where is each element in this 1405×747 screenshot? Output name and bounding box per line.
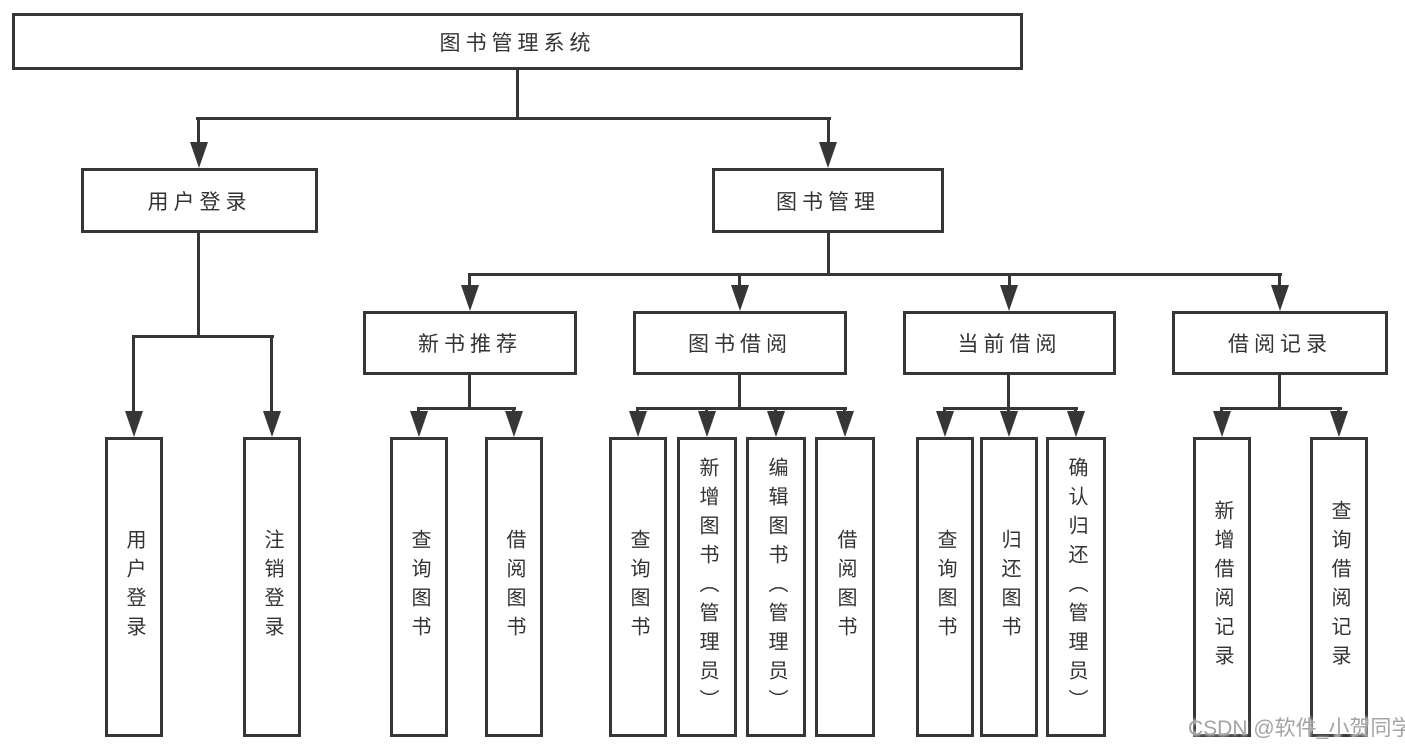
csdn-watermark: CSDN @软件_小贺同学 <box>1188 717 1405 740</box>
arrowhead-icon <box>1213 411 1231 437</box>
leaf-query-borrow-record: 查询借阅记录 <box>1310 437 1368 737</box>
leaf-add-books-admin: 新增图书（管理员） <box>677 437 737 737</box>
node-label: 用户登录 <box>147 190 252 214</box>
arrowhead-icon <box>819 142 837 168</box>
arrowhead-icon <box>263 411 281 437</box>
edge-line <box>468 273 471 287</box>
edge-line <box>516 70 519 117</box>
leaf-query-books-recommend: 查询图书 <box>390 437 448 737</box>
edge-line <box>196 117 831 120</box>
edge-line <box>943 407 1078 410</box>
edge-line <box>636 407 847 410</box>
leaf-label: 确认归还（管理员） <box>1065 456 1087 718</box>
arrowhead-icon <box>1067 411 1085 437</box>
leaf-confirm-return-admin: 确认归还（管理员） <box>1046 437 1106 737</box>
leaf-label: 注销登录 <box>261 529 283 645</box>
node-label: 当前借阅 <box>957 333 1062 356</box>
node-label: 借阅记录 <box>1228 333 1332 356</box>
leaf-user-login: 用户登录 <box>105 437 163 737</box>
node-new-book-recommendation: 新书推荐 <box>363 311 577 375</box>
edge-line <box>1008 273 1011 287</box>
leaf-logout: 注销登录 <box>243 437 301 737</box>
edge-line <box>468 273 1282 276</box>
arrowhead-icon <box>505 411 523 437</box>
node-book-management: 图书管理 <box>712 168 944 233</box>
leaf-label: 新增图书（管理员） <box>696 456 718 718</box>
arrowhead-icon <box>767 411 785 437</box>
arrowhead-icon <box>1330 411 1348 437</box>
edge-line <box>197 233 200 338</box>
arrowhead-icon <box>1000 411 1018 437</box>
edge-line <box>1007 375 1010 410</box>
node-borrowing-records: 借阅记录 <box>1172 311 1388 375</box>
edge-line <box>1278 273 1281 287</box>
leaf-label: 查询图书 <box>934 529 956 645</box>
leaf-query-books-borrowing: 查询图书 <box>609 437 667 737</box>
edge-line <box>132 335 274 338</box>
arrowhead-icon <box>190 142 208 168</box>
leaf-query-books-current: 查询图书 <box>916 437 974 737</box>
node-library-management-system: 图书管理系统 <box>12 13 1023 70</box>
leaf-label: 查询借阅记录 <box>1328 500 1350 674</box>
node-label: 图书管理系统 <box>439 31 596 55</box>
node-current-borrowing: 当前借阅 <box>903 311 1116 375</box>
leaf-label: 用户登录 <box>123 529 145 645</box>
leaf-borrow-books-borrowing: 借阅图书 <box>815 437 875 737</box>
edge-line <box>738 273 741 287</box>
arrowhead-icon <box>125 411 143 437</box>
arrowhead-icon <box>1271 285 1289 311</box>
arrowhead-icon <box>629 411 647 437</box>
arrowhead-icon <box>836 411 854 437</box>
node-label: 图书管理 <box>776 190 880 214</box>
edge-line <box>197 117 200 144</box>
arrowhead-icon <box>461 285 479 311</box>
edge-line <box>1220 407 1342 410</box>
edge-line <box>417 407 516 410</box>
arrowhead-icon <box>731 285 749 311</box>
arrowhead-icon <box>936 411 954 437</box>
leaf-label: 查询图书 <box>408 529 430 645</box>
leaf-label: 借阅图书 <box>834 529 856 645</box>
edge-line <box>468 375 471 410</box>
edge-line <box>827 233 830 276</box>
leaf-label: 归还图书 <box>998 529 1020 645</box>
leaf-label: 查询图书 <box>627 529 649 645</box>
arrowhead-icon <box>698 411 716 437</box>
arrowhead-icon <box>1000 285 1018 311</box>
leaf-edit-books-admin: 编辑图书（管理员） <box>746 437 806 737</box>
node-label: 图书借阅 <box>688 333 792 356</box>
node-book-borrowing: 图书借阅 <box>633 311 847 375</box>
node-user-login: 用户登录 <box>81 168 318 233</box>
leaf-label: 新增借阅记录 <box>1211 500 1233 674</box>
edge-line <box>738 375 741 410</box>
arrowhead-icon <box>410 411 428 437</box>
edge-line <box>827 117 830 144</box>
leaf-label: 借阅图书 <box>503 529 525 645</box>
edge-line <box>270 335 273 413</box>
leaf-label: 编辑图书（管理员） <box>765 456 787 718</box>
leaf-add-borrow-record: 新增借阅记录 <box>1193 437 1251 737</box>
edge-line <box>132 335 135 413</box>
node-label: 新书推荐 <box>418 333 522 356</box>
leaf-borrow-books-recommend: 借阅图书 <box>485 437 543 737</box>
leaf-return-books: 归还图书 <box>980 437 1038 737</box>
edge-line <box>1278 375 1281 410</box>
